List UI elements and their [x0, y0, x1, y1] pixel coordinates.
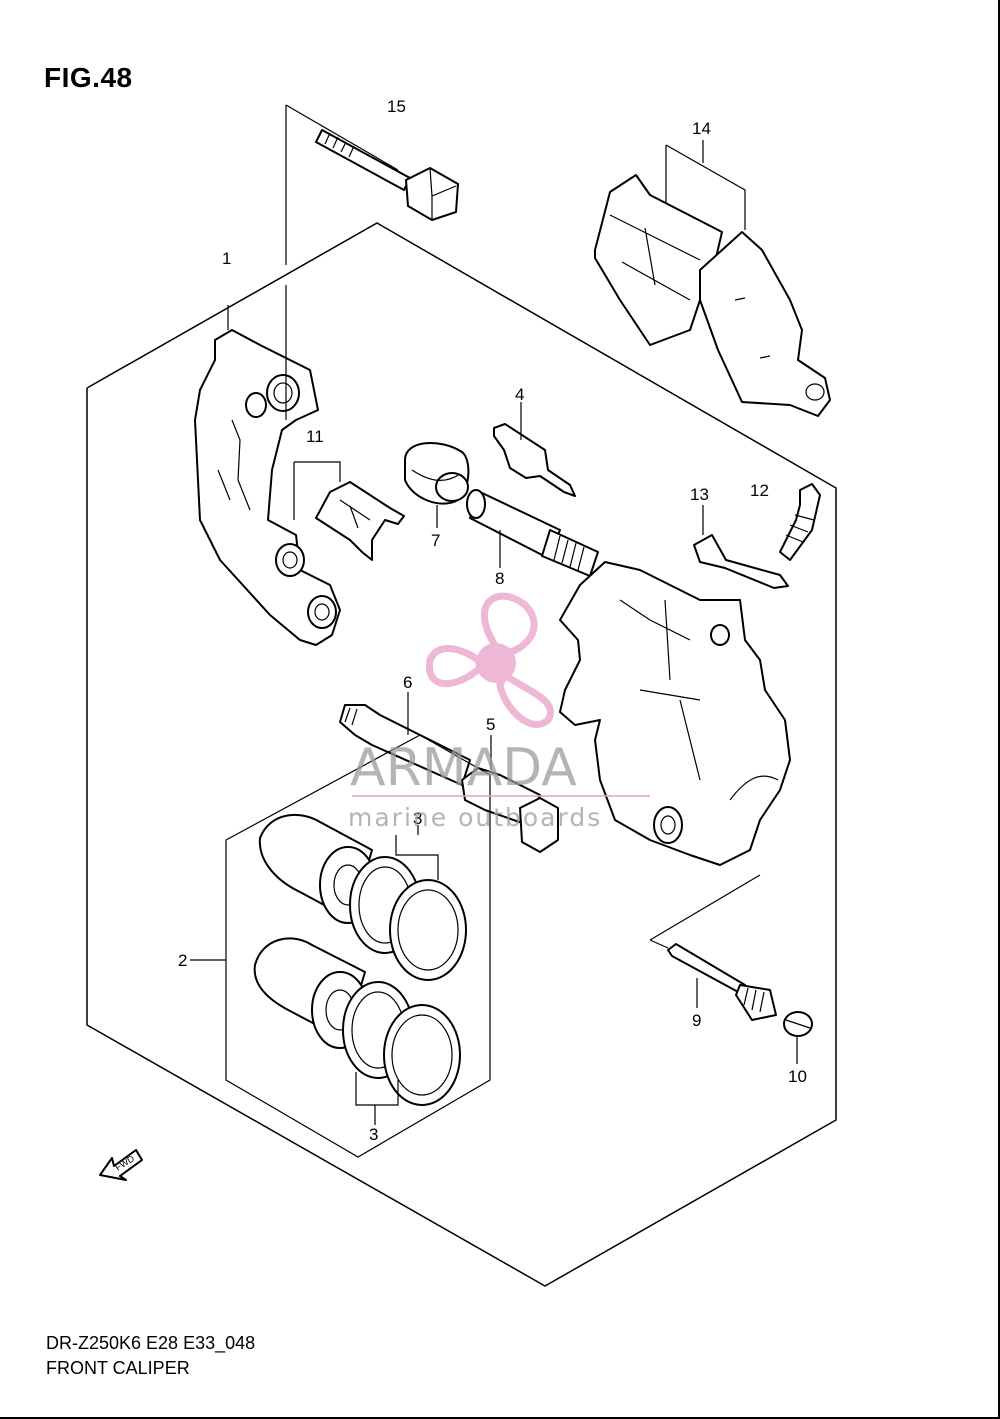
- slide-pin-8: [466, 489, 599, 577]
- watermark-brand: ARMADA: [350, 738, 577, 798]
- callout-3-bottom: 3: [369, 1125, 378, 1144]
- propeller-blade: [496, 669, 554, 728]
- pad-pin-9: [649, 874, 777, 1021]
- callout-12: 12: [750, 481, 769, 500]
- boot-7: [404, 442, 470, 528]
- propeller-blade: [426, 644, 484, 687]
- piston-set: [190, 734, 491, 1158]
- diagram-code: DR-Z250K6 E28 E33_048: [46, 1333, 256, 1353]
- callout-5: 5: [486, 715, 495, 734]
- plug-10: [783, 1011, 813, 1064]
- callout-13: 13: [690, 485, 709, 504]
- bleeder-valve-12: [779, 483, 821, 561]
- callout-3-top: 3: [413, 809, 422, 828]
- bolt-15: [285, 104, 459, 265]
- watermark-tagline: marine outboards: [348, 803, 602, 832]
- bleeder-cap-13: [693, 505, 789, 589]
- callout-15: 15: [387, 97, 406, 116]
- callout-8: 8: [495, 569, 504, 588]
- callout-4: 4: [515, 385, 524, 404]
- callout-2: 2: [178, 951, 187, 970]
- pad-spring-11: [293, 461, 405, 561]
- callout-6: 6: [403, 673, 412, 692]
- callout-9: 9: [692, 1011, 701, 1030]
- watermark-logo: ARMADA marine outboards: [348, 592, 650, 832]
- callout-7: 7: [431, 531, 440, 550]
- pad-retainer-4: [493, 402, 576, 497]
- caliper-bracket: [194, 285, 341, 646]
- propeller-blade: [480, 592, 538, 659]
- diagram-name: FRONT CALIPER: [46, 1358, 190, 1378]
- propeller-hub: [476, 643, 516, 683]
- caliper-body: [559, 561, 791, 866]
- callout-14: 14: [692, 119, 711, 138]
- forward-arrow-icon: FWD: [99, 1149, 143, 1181]
- figure-title: FIG.48: [44, 62, 133, 93]
- brake-pads-14: [594, 140, 831, 417]
- callout-11: 11: [306, 427, 324, 446]
- callout-10: 10: [788, 1067, 807, 1086]
- assembly-outline: [86, 222, 837, 1287]
- callout-1: 1: [222, 249, 231, 268]
